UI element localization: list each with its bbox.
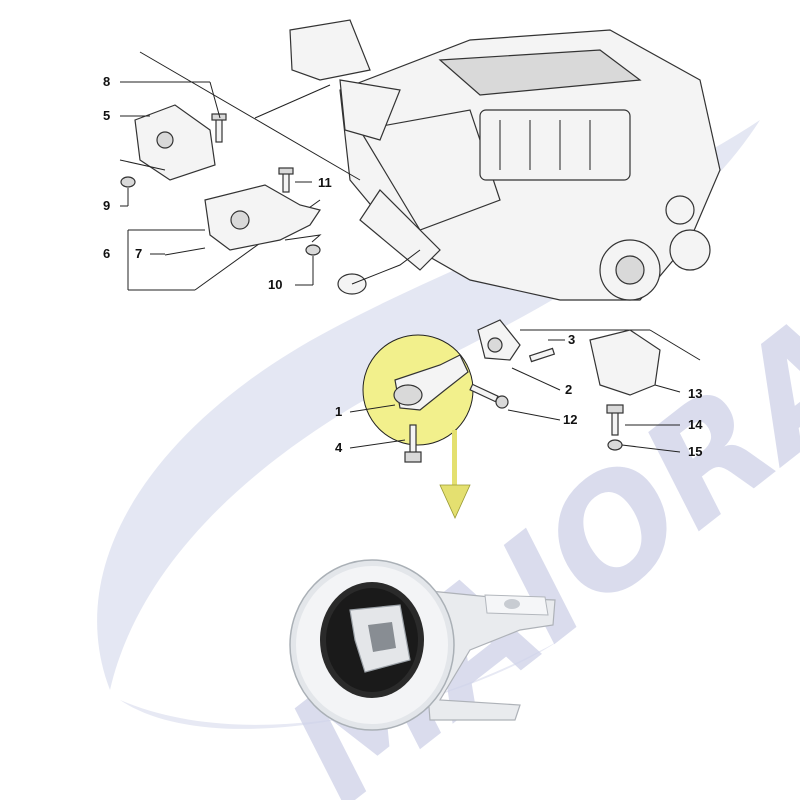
callout-15: 15 [688, 444, 702, 459]
upper-mount-parts [119, 104, 322, 256]
callout-4: 4 [335, 440, 343, 455]
highlighted-part-1 [362, 334, 474, 519]
callout-11: 11 [318, 175, 332, 190]
callout-14: 14 [688, 417, 703, 432]
callout-9: 9 [103, 198, 110, 213]
callout-6: 6 [103, 246, 110, 261]
upper-callout-lines [120, 81, 314, 291]
callout-10: 10 [268, 277, 282, 292]
callout-3: 3 [568, 332, 575, 347]
callout-1: 1 [335, 404, 342, 419]
engine-mount-photo-icon [289, 559, 556, 731]
callout-12: 12 [563, 412, 577, 427]
callout-8: 8 [103, 74, 110, 89]
highlight-arrow-shaft [452, 430, 457, 485]
engine-assembly-drawing-icon [289, 19, 721, 301]
middle-callout-lines [349, 339, 681, 453]
callout-2: 2 [565, 382, 572, 397]
middle-parts [404, 319, 661, 463]
highlight-arrow-head [439, 484, 471, 519]
callout-7: 7 [135, 246, 142, 261]
callout-13: 13 [688, 386, 702, 401]
callout-numbers: 8 5 11 9 7 6 10 3 2 13 1 12 14 4 15 [103, 74, 703, 459]
callout-5: 5 [103, 108, 110, 123]
